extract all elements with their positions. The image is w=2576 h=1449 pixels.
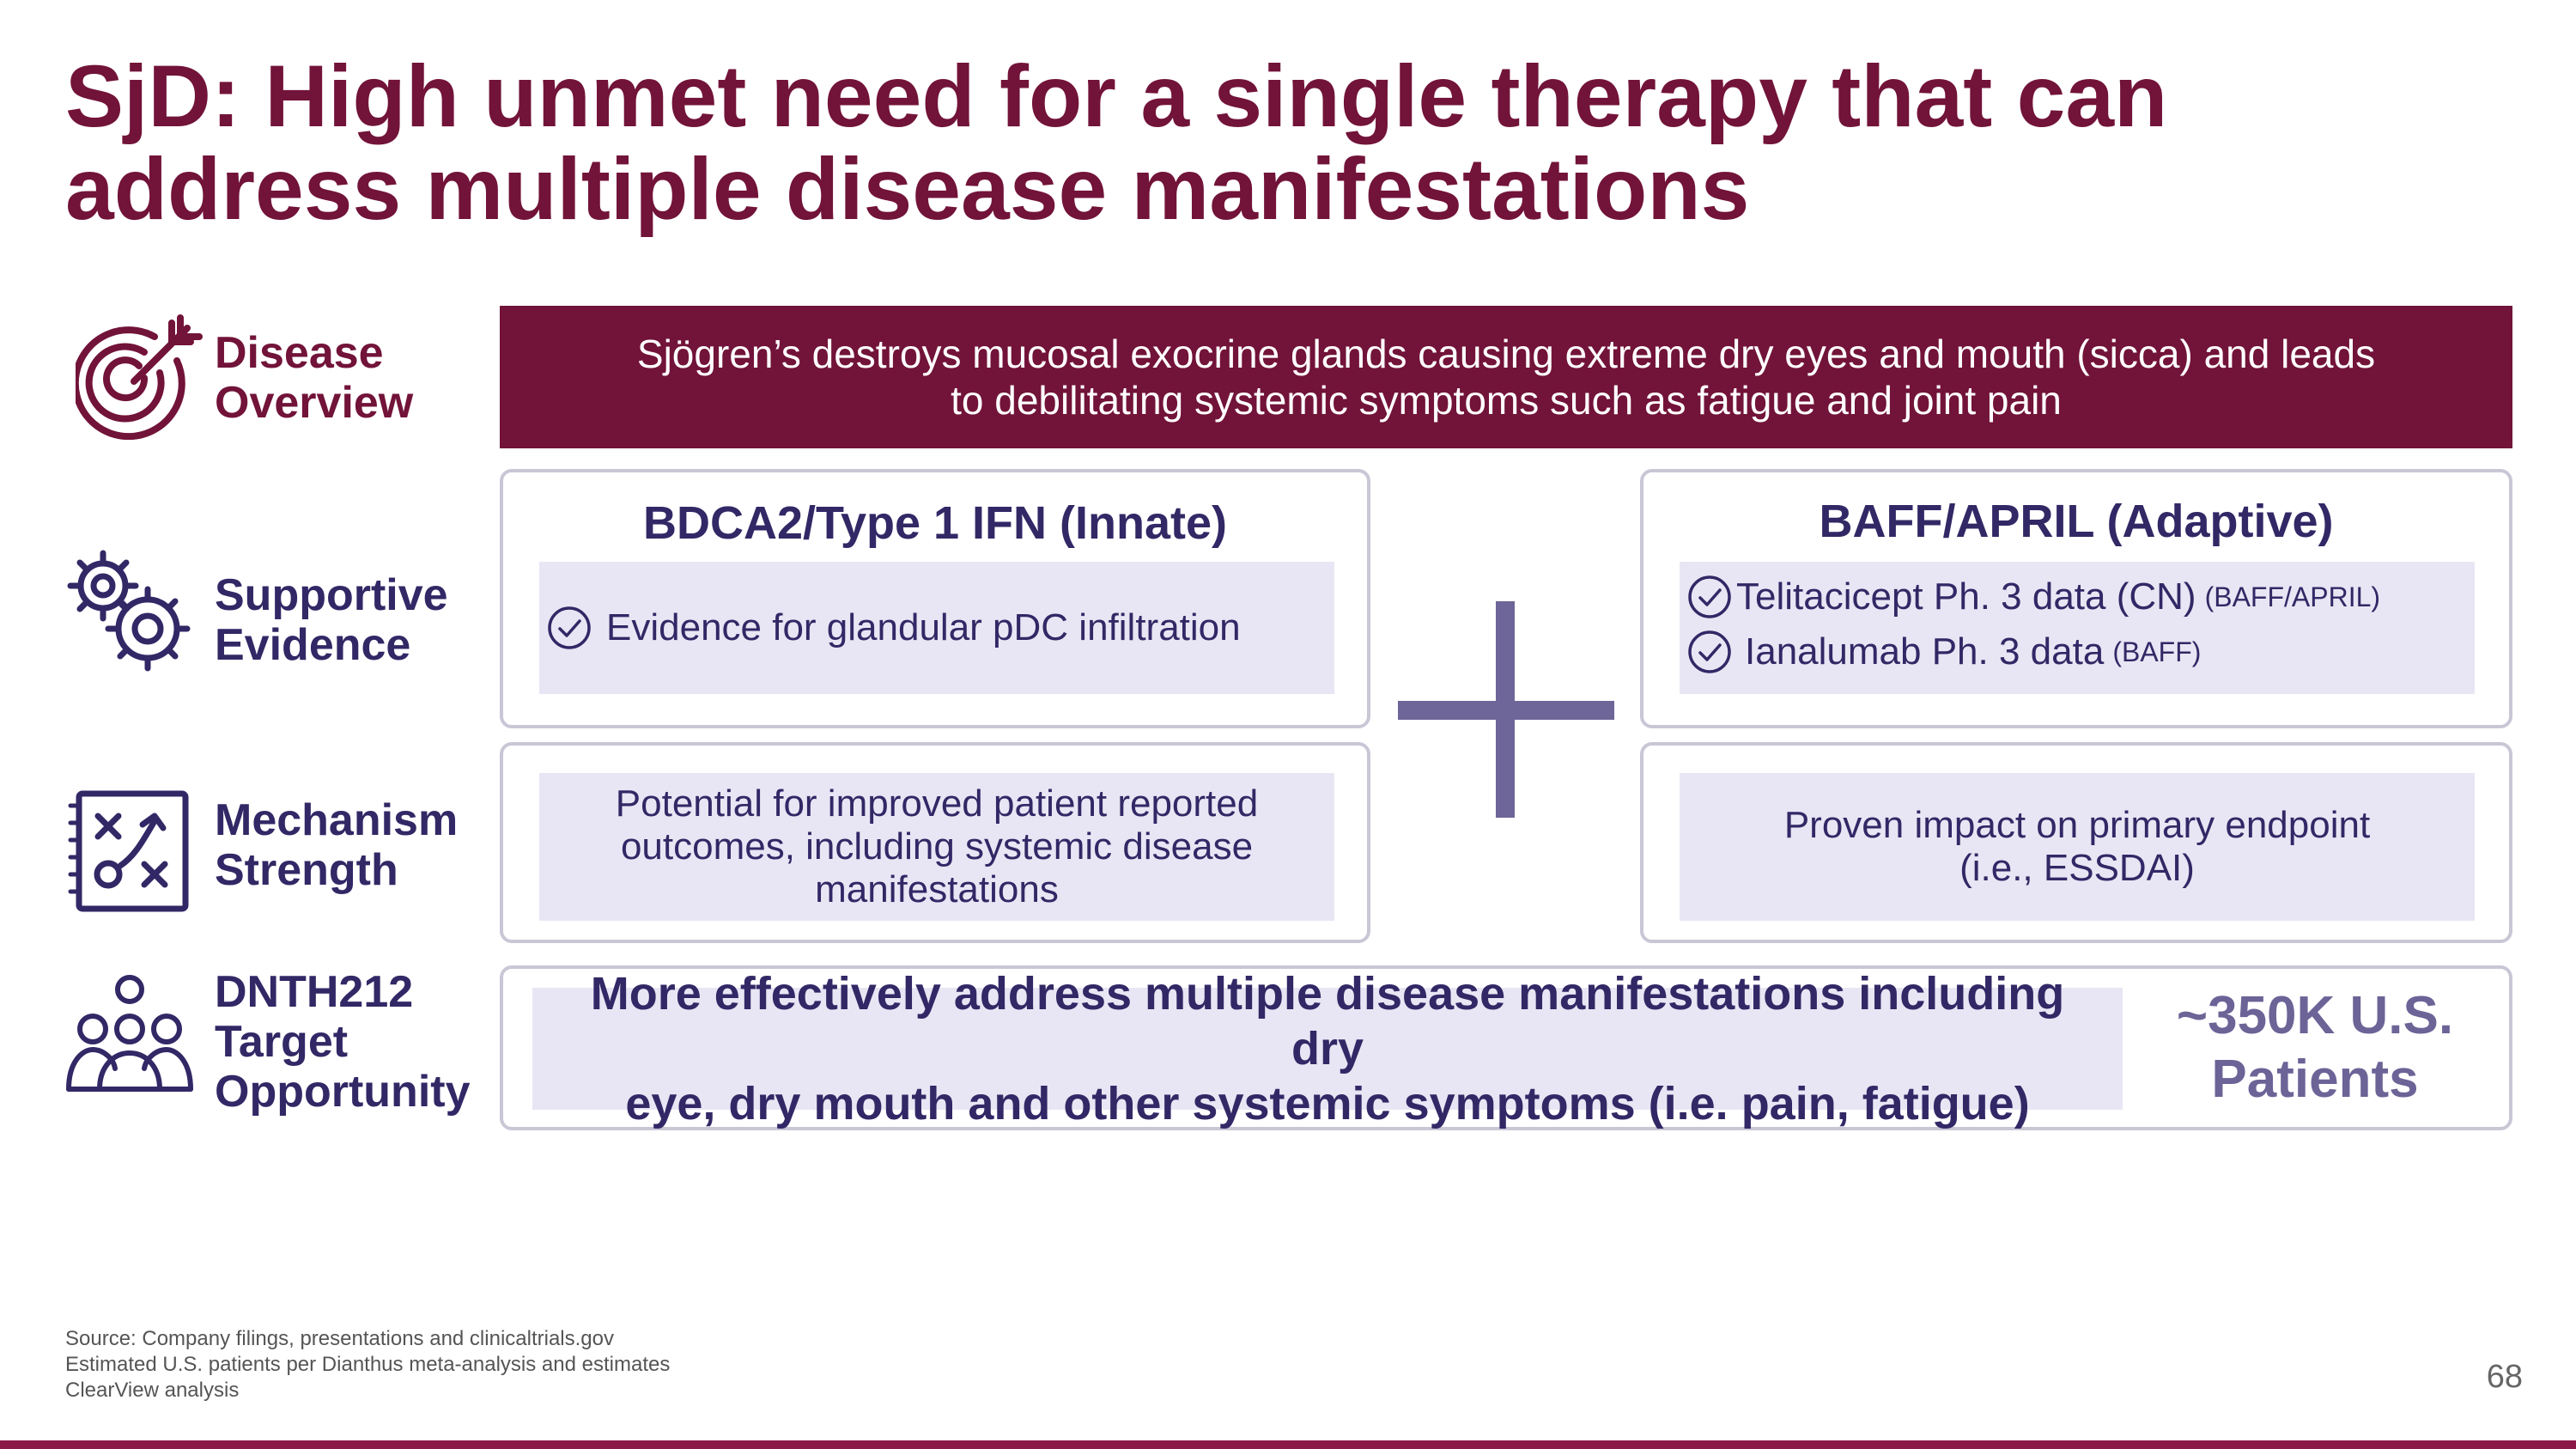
row-label-target-opportunity: DNTH212 Target Opportunity	[215, 967, 471, 1117]
adaptive-evidence-1-note: (BAFF/APRIL)	[2204, 581, 2381, 612]
disease-label-line1: Disease	[215, 328, 384, 378]
target-label-line3: Opportunity	[215, 1067, 471, 1117]
adaptive-mechanism-line2: (i.e., ESSDAI)	[1959, 847, 2195, 889]
innate-mechanism-line1: Potential for improved patient reported	[615, 782, 1259, 825]
bottom-accent-bar	[0, 1440, 2576, 1449]
footnote-line3: ClearView analysis	[65, 1379, 240, 1402]
innate-evidence-card: BDCA2/Type 1 IFN (Innate) Evidence for g…	[500, 469, 1370, 728]
disease-overview-banner: Sjögren’s destroys mucosal exocrine glan…	[500, 306, 2512, 448]
patients-count: ~350K U.S. Patients	[2135, 984, 2495, 1111]
row-label-disease-overview: Disease Overview	[215, 328, 413, 428]
adaptive-mechanism-shade: Proven impact on primary endpoint (i.e.,…	[1680, 773, 2475, 921]
opportunity-line1: More effectively address multiple diseas…	[590, 968, 2065, 1075]
footnote-line2: Estimated U.S. patients per Dianthus met…	[65, 1353, 671, 1376]
innate-mechanism-shade: Potential for improved patient reported …	[539, 773, 1334, 921]
adaptive-mechanism-card: Proven impact on primary endpoint (i.e.,…	[1640, 742, 2512, 943]
patients-line2: Patients	[2211, 1050, 2419, 1109]
mechanism-label-line1: Mechanism	[215, 795, 459, 845]
supportive-label-line1: Supportive	[215, 570, 448, 620]
page-title: SjD: High unmet need for a single therap…	[65, 50, 2384, 235]
adaptive-evidence-2-text: Ianalumab Ph. 3 data	[1745, 630, 2105, 673]
patients-line1: ~350K U.S.	[2176, 986, 2454, 1045]
target-label-line1: DNTH212	[215, 967, 414, 1017]
adaptive-title: BAFF/APRIL (Adaptive)	[1819, 496, 2334, 547]
adaptive-evidence-card: BAFF/APRIL (Adaptive) Telitacicept Ph. 3…	[1640, 469, 2512, 728]
supportive-label-line2: Evidence	[215, 620, 411, 670]
target-label-line2: Target	[215, 1017, 349, 1067]
innate-evidence-shade: Evidence for glandular pDC infiltration	[539, 562, 1334, 694]
source-footnote: Source: Company filings, presentations a…	[65, 1326, 670, 1403]
adaptive-evidence-item-2: Ianalumab Ph. 3 data (BAFF)	[1686, 629, 2201, 675]
opportunity-line2: eye, dry mouth and other systemic sympto…	[625, 1078, 2030, 1129]
check-circle-icon	[1688, 575, 1731, 618]
adaptive-evidence-2-note: (BAFF)	[2112, 636, 2202, 667]
gears-icon	[62, 546, 199, 675]
title-line-2: address multiple disease manifestations	[65, 140, 1750, 238]
footnote-line1: Source: Company filings, presentations a…	[65, 1327, 614, 1350]
banner-line2: to debilitating systemic symptoms such a…	[951, 378, 2062, 423]
adaptive-mechanism-line1: Proven impact on primary endpoint	[1783, 804, 2371, 846]
innate-mechanism-line2: outcomes, including systemic disease	[620, 825, 1254, 868]
plus-icon	[1398, 601, 1614, 822]
check-circle-icon	[548, 606, 591, 649]
innate-evidence-text: Evidence for glandular pDC infiltration	[606, 606, 1241, 648]
innate-evidence-item: Evidence for glandular pDC infiltration	[546, 605, 1241, 651]
target-opportunity-card: More effectively address multiple diseas…	[500, 965, 2512, 1130]
row-label-mechanism-strength: Mechanism Strength	[215, 795, 458, 895]
innate-mechanism-card: Potential for improved patient reported …	[500, 742, 1370, 943]
adaptive-evidence-1-text: Telitacicept Ph. 3 data (CN)	[1736, 575, 2196, 618]
check-circle-icon	[1688, 630, 1731, 673]
disease-label-line2: Overview	[215, 378, 414, 428]
adaptive-evidence-shade: Telitacicept Ph. 3 data (CN) (BAFF/APRIL…	[1680, 562, 2475, 694]
strategy-board-icon	[67, 787, 196, 916]
page-number: 68	[2486, 1359, 2523, 1395]
innate-title: BDCA2/Type 1 IFN (Innate)	[642, 497, 1228, 549]
title-line-1: SjD: High unmet need for a single therap…	[65, 47, 2168, 145]
innate-mechanism-line3: manifestations	[815, 868, 1059, 910]
adaptive-evidence-item-1: Telitacicept Ph. 3 data (CN) (BAFF/APRIL…	[1686, 574, 2380, 620]
people-group-icon	[65, 972, 194, 1096]
mechanism-label-line2: Strength	[215, 845, 398, 895]
opportunity-shade: More effectively address multiple diseas…	[532, 968, 2123, 1129]
row-label-supportive-evidence: Supportive Evidence	[215, 570, 448, 670]
banner-line1: Sjögren’s destroys mucosal exocrine glan…	[636, 332, 2376, 376]
target-icon	[76, 311, 204, 440]
